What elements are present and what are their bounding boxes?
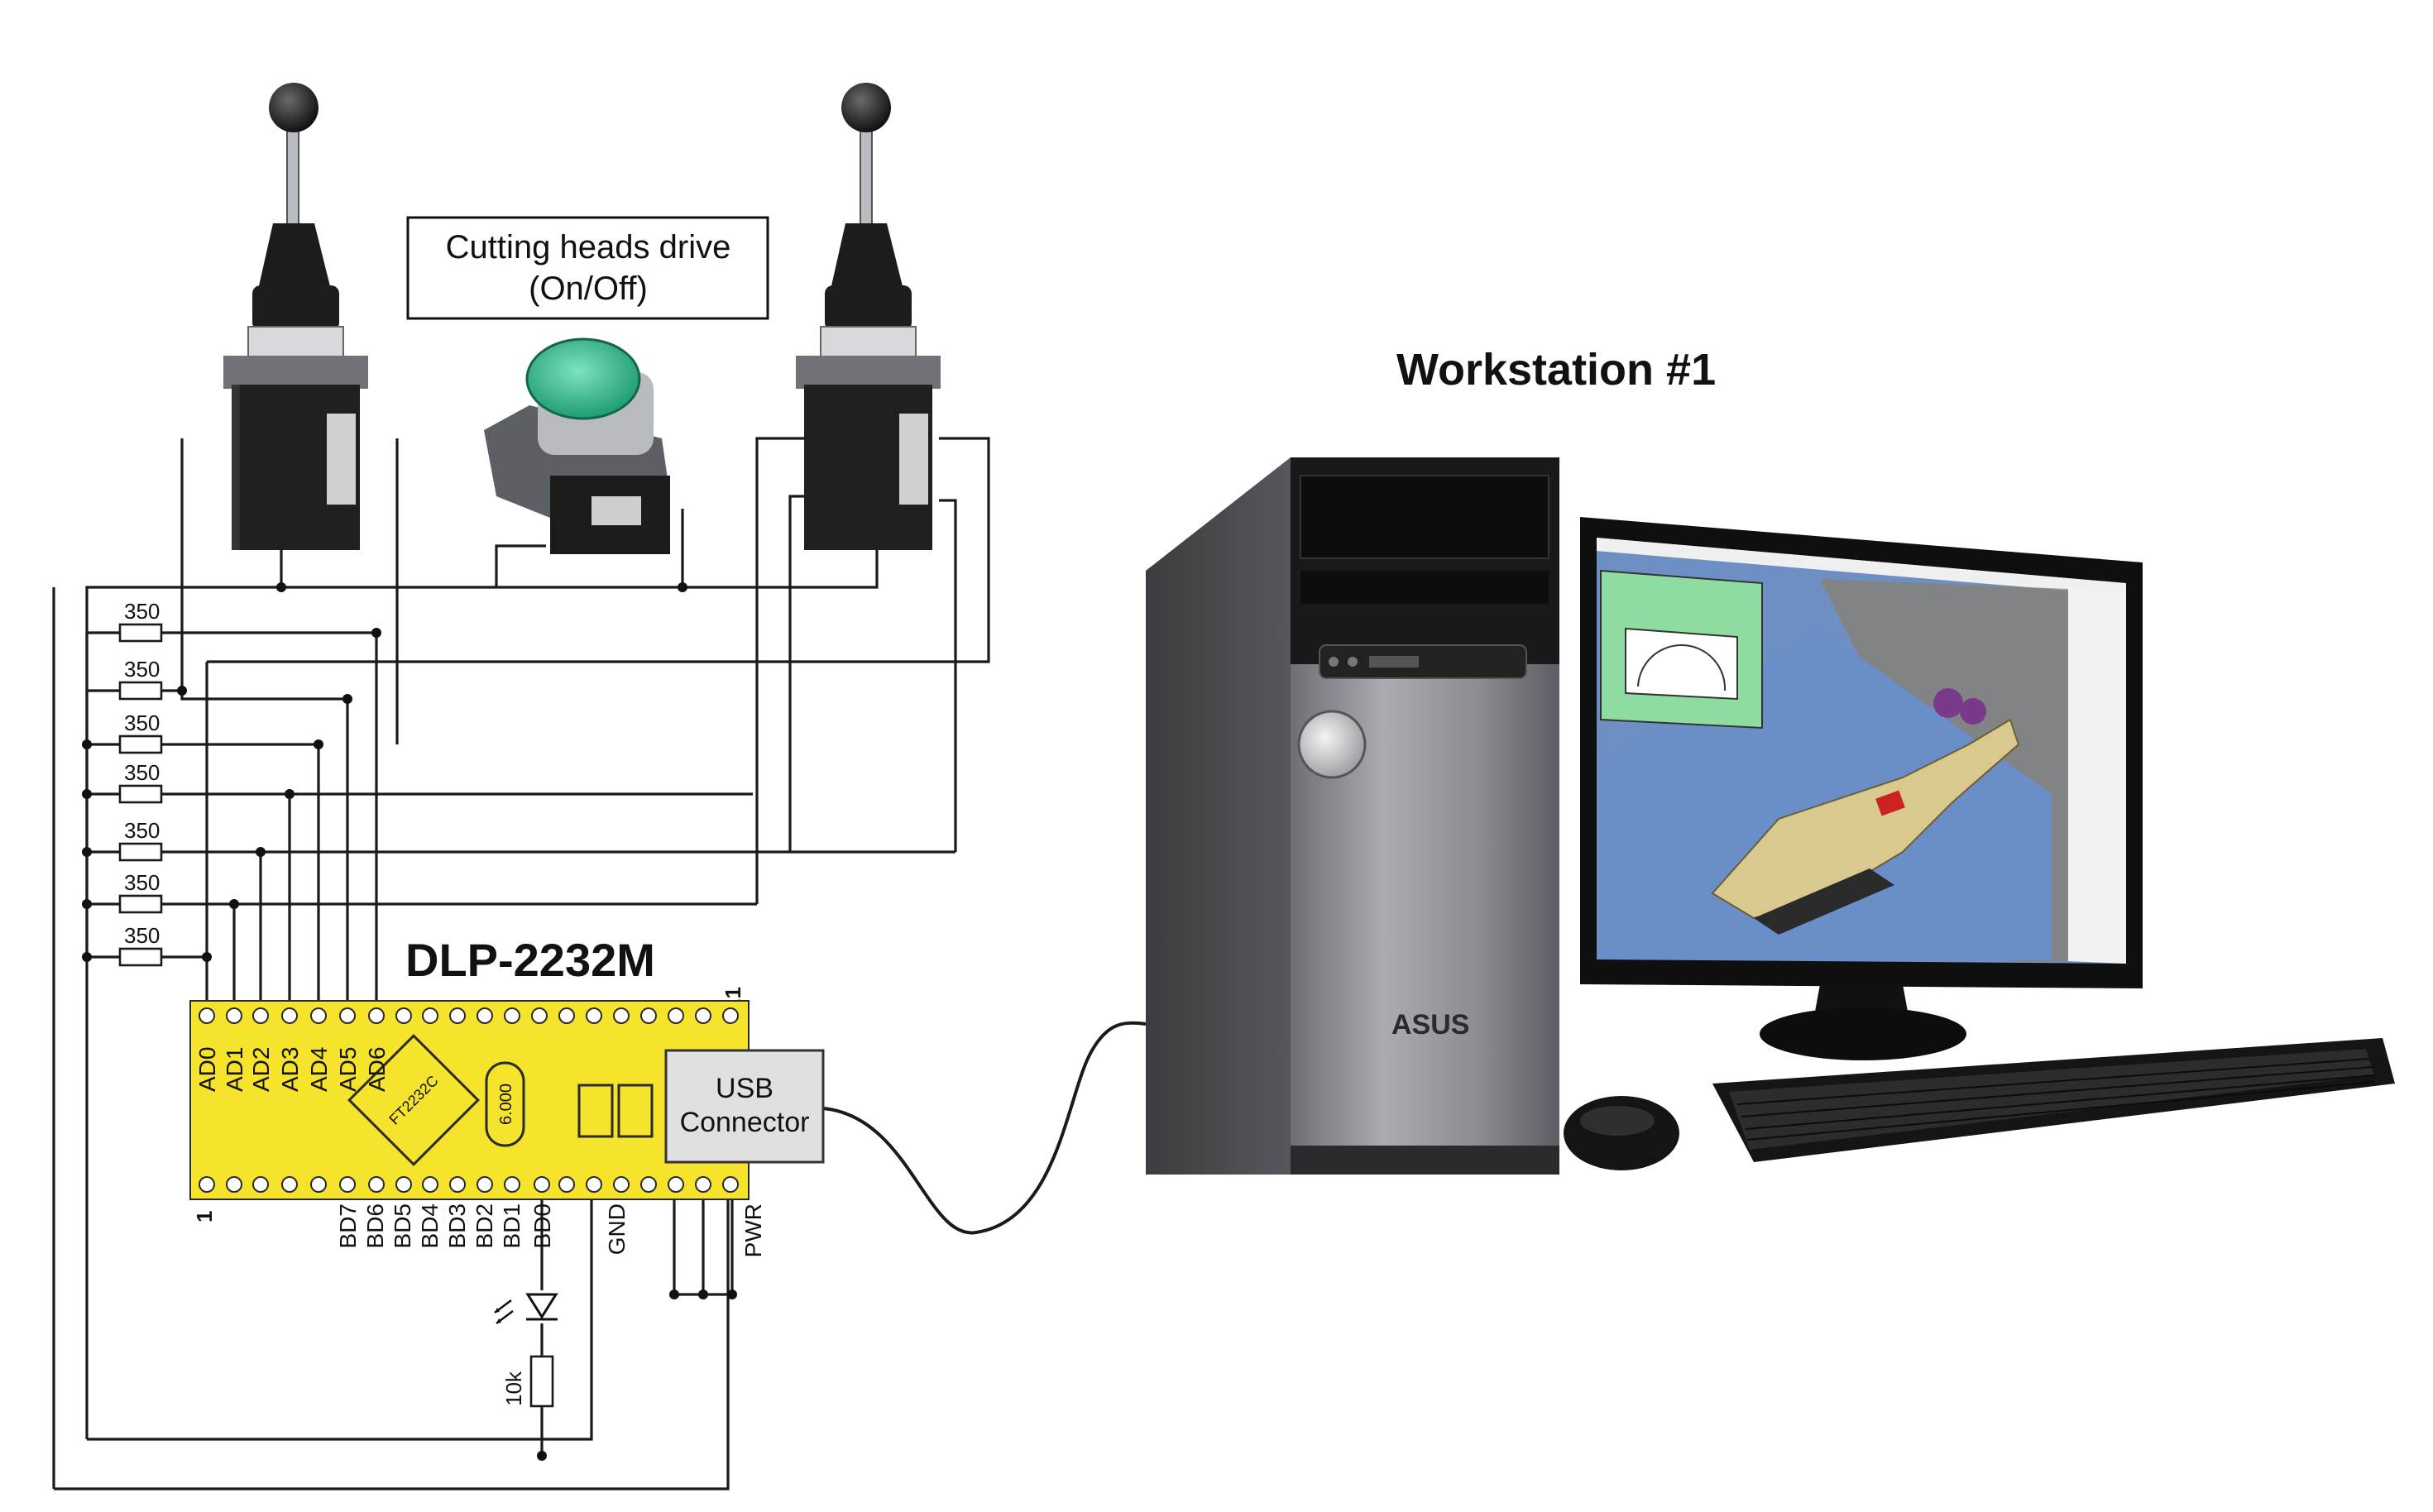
resistor-bank: 350 350 350 350 350 350 350 <box>118 599 163 967</box>
led-icon <box>494 1293 558 1324</box>
pin-label-gnd: GND <box>604 1203 630 1255</box>
joystick-left-icon <box>223 83 368 550</box>
push-button-icon <box>484 337 670 554</box>
pin-labels-bottom: BD7 BD6 BD5 BD4 BD3 BD2 BD1 BD0 GND PWR <box>335 1203 766 1257</box>
pin-label-ad2: AD2 <box>248 1047 274 1092</box>
junction-dots <box>82 582 737 1461</box>
pins-top <box>199 1007 739 1024</box>
led-resistor-label: 10k <box>501 1371 526 1406</box>
cutting-box-line2: (On/Off) <box>529 270 648 307</box>
resistor-label: 350 <box>124 760 160 785</box>
resistor-label: 350 <box>124 870 160 895</box>
pin-label-bd7: BD7 <box>335 1203 361 1248</box>
resistor-label: 350 <box>124 599 160 624</box>
joystick-right-icon <box>796 83 941 550</box>
wires <box>52 437 1147 1490</box>
pin-label-ad3: AD3 <box>277 1047 303 1092</box>
pin-label-bd6: BD6 <box>362 1203 388 1248</box>
pin-label-ad4: AD4 <box>306 1047 332 1092</box>
pin-label-bd0: BD0 <box>529 1203 555 1248</box>
keyboard-icon <box>1712 1038 2395 1162</box>
monitor-icon <box>1580 517 2143 1060</box>
pin-label-bd1: BD1 <box>499 1203 524 1248</box>
pin-label-ad1: AD1 <box>222 1047 247 1092</box>
dlp-2232m-board: FT2232C 6.000 <box>189 1000 750 1200</box>
pin-number-bottom: 1 <box>192 1211 217 1223</box>
pin-label-bd5: BD5 <box>390 1203 415 1248</box>
cutting-heads-box: Cutting heads drive (On/Off) <box>406 216 769 320</box>
mouse-icon <box>1564 1096 1679 1170</box>
pin-labels-top: AD0 AD1 AD2 AD3 AD4 AD5 AD6 <box>194 1047 390 1092</box>
resistor-label: 350 <box>124 657 160 682</box>
pin-label-bd4: BD4 <box>417 1203 443 1248</box>
pin-label-bd2: BD2 <box>472 1203 497 1248</box>
usb-connector-box: USB Connector <box>664 1049 825 1164</box>
crystal-label: 6.000 <box>497 1084 515 1125</box>
board-title: DLP-2232M <box>405 934 655 986</box>
resistor-label: 350 <box>124 818 160 843</box>
cutting-box-line1: Cutting heads drive <box>446 229 731 266</box>
pins-bottom <box>199 1176 739 1193</box>
usb-line1: USB <box>716 1073 773 1104</box>
usb-line2: Connector <box>680 1107 810 1138</box>
pin-label-pwr: PWR <box>740 1203 766 1257</box>
pin-label-ad6: AD6 <box>364 1047 390 1092</box>
pin-label-bd3: BD3 <box>444 1203 470 1248</box>
workstation-title: Workstation #1 <box>1396 345 1716 395</box>
tower-brand: ASUS <box>1391 1009 1469 1041</box>
resistor-label: 350 <box>124 711 160 735</box>
tower-pc-icon: ASUS <box>1146 457 1559 1175</box>
pin-label-ad5: AD5 <box>335 1047 361 1092</box>
led-resistor <box>529 1355 554 1408</box>
pin-label-ad0: AD0 <box>194 1047 220 1092</box>
resistor-label: 350 <box>124 923 160 948</box>
